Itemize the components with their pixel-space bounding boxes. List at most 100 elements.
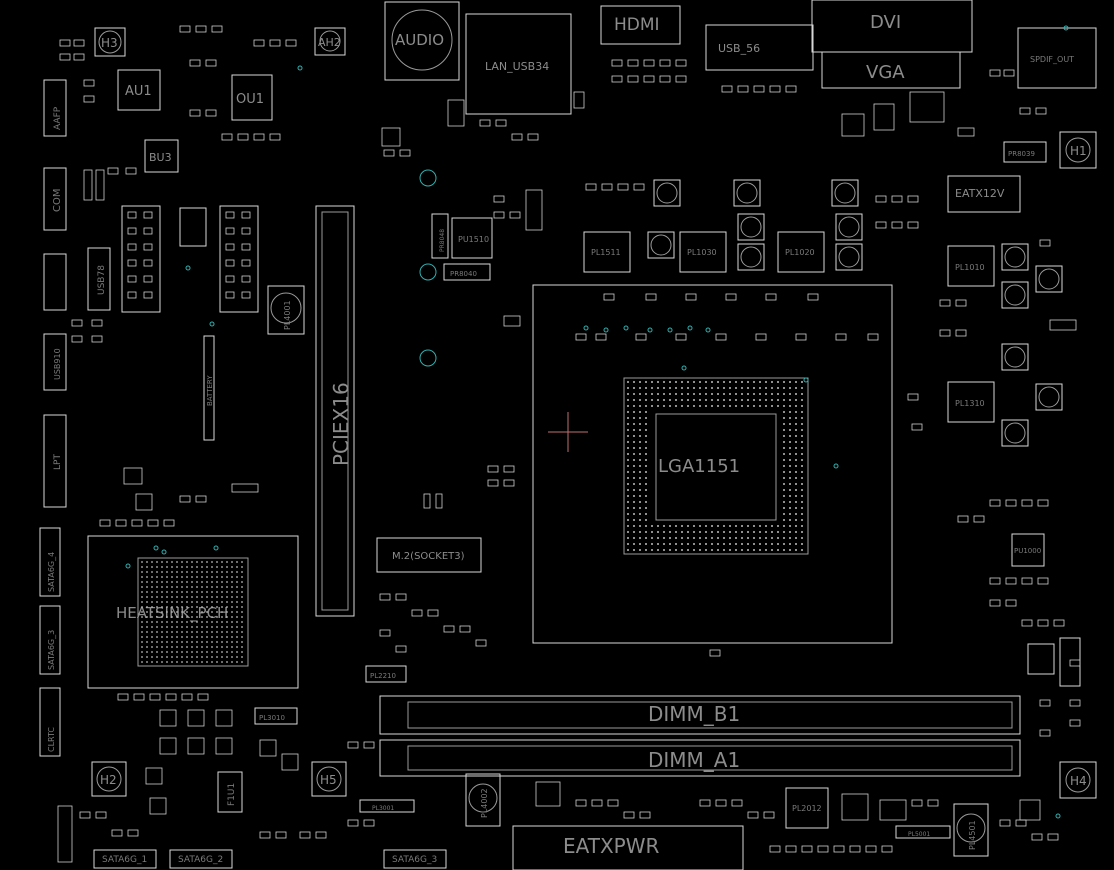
ball-pad <box>146 566 148 568</box>
pl4002-label: PL4002 <box>480 788 489 818</box>
dimm-slots: DIMM_B1 DIMM_A1 <box>379 695 1021 777</box>
ball-pad <box>196 621 198 623</box>
ball-pad <box>191 636 193 638</box>
ball-pad <box>633 447 635 449</box>
ball-pad <box>645 531 647 533</box>
ball-pad <box>675 543 677 545</box>
ball-pad <box>211 626 213 628</box>
ball-pad <box>216 626 218 628</box>
ball-pad <box>226 591 228 593</box>
ball-pad <box>206 651 208 653</box>
ball-pad <box>231 621 233 623</box>
ball-pad <box>141 591 143 593</box>
ball-pad <box>765 387 767 389</box>
ball-pad <box>729 387 731 389</box>
ball-pad <box>735 405 737 407</box>
ball-pad <box>216 576 218 578</box>
ball-pad <box>675 531 677 533</box>
ball-pad <box>236 591 238 593</box>
ball-pad <box>216 616 218 618</box>
ball-pad <box>639 459 641 461</box>
ball-pad <box>161 561 163 563</box>
ball-pad <box>795 507 797 509</box>
ball-pad <box>166 611 168 613</box>
ball-pad <box>221 561 223 563</box>
ball-pad <box>151 636 153 638</box>
ball-pad <box>186 571 188 573</box>
ball-pad <box>171 571 173 573</box>
pch-ball-grid <box>141 561 243 663</box>
ball-pad <box>651 393 653 395</box>
ball-pad <box>789 483 791 485</box>
ball-pad <box>181 661 183 663</box>
ball-pad <box>771 393 773 395</box>
ball-pad <box>741 393 743 395</box>
ball-pad <box>639 465 641 467</box>
ball-pad <box>651 531 653 533</box>
ball-pad <box>783 543 785 545</box>
ball-pad <box>146 591 148 593</box>
ball-pad <box>166 621 168 623</box>
ball-pad <box>141 581 143 583</box>
ball-pad <box>633 537 635 539</box>
ball-pad <box>211 606 213 608</box>
ball-pad <box>657 393 659 395</box>
ball-pad <box>176 611 178 613</box>
ball-pad <box>759 405 761 407</box>
ball-pad <box>723 405 725 407</box>
ball-pad <box>191 616 193 618</box>
ball-pad <box>747 387 749 389</box>
ball-pad <box>156 661 158 663</box>
ball-pad <box>657 381 659 383</box>
ball-pad <box>241 561 243 563</box>
ball-pad <box>186 661 188 663</box>
cpu-ball-grid <box>627 381 803 551</box>
ball-pad <box>211 566 213 568</box>
ball-pad <box>166 586 168 588</box>
ball-pad <box>651 381 653 383</box>
ball-pad <box>771 405 773 407</box>
ball-pad <box>146 576 148 578</box>
ball-pad <box>221 606 223 608</box>
ball-pad <box>771 537 773 539</box>
ball-pad <box>221 616 223 618</box>
ball-pad <box>216 586 218 588</box>
ball-pad <box>771 387 773 389</box>
ball-pad <box>216 661 218 663</box>
ball-pad <box>711 537 713 539</box>
ball-pad <box>801 495 803 497</box>
ball-pad <box>211 571 213 573</box>
ball-pad <box>771 399 773 401</box>
ball-pad <box>146 661 148 663</box>
ball-pad <box>201 631 203 633</box>
ball-pad <box>693 543 695 545</box>
ball-pad <box>176 661 178 663</box>
bottom-components: EATXPWR PL4002 PL2012 PL4501 PL2210 PL30… <box>91 665 1097 870</box>
ball-pad <box>181 651 183 653</box>
ball-pad <box>795 543 797 545</box>
ball-pad <box>171 566 173 568</box>
ball-pad <box>191 561 193 563</box>
ball-pad <box>687 399 689 401</box>
ball-pad <box>206 566 208 568</box>
ball-pad <box>241 571 243 573</box>
ball-pad <box>645 399 647 401</box>
ball-pad <box>171 661 173 663</box>
ball-pad <box>753 531 755 533</box>
ball-pad <box>741 405 743 407</box>
ball-pad <box>783 495 785 497</box>
ball-pad <box>729 399 731 401</box>
ball-pad <box>186 601 188 603</box>
ball-pad <box>801 543 803 545</box>
ball-pad <box>241 611 243 613</box>
ball-pad <box>801 537 803 539</box>
ball-pad <box>699 549 701 551</box>
ball-pad <box>741 399 743 401</box>
ball-pad <box>156 591 158 593</box>
ball-pad <box>241 656 243 658</box>
ball-pad <box>181 571 183 573</box>
ball-pad <box>687 537 689 539</box>
ball-pad <box>639 495 641 497</box>
ball-pad <box>141 646 143 648</box>
ball-pad <box>201 656 203 658</box>
